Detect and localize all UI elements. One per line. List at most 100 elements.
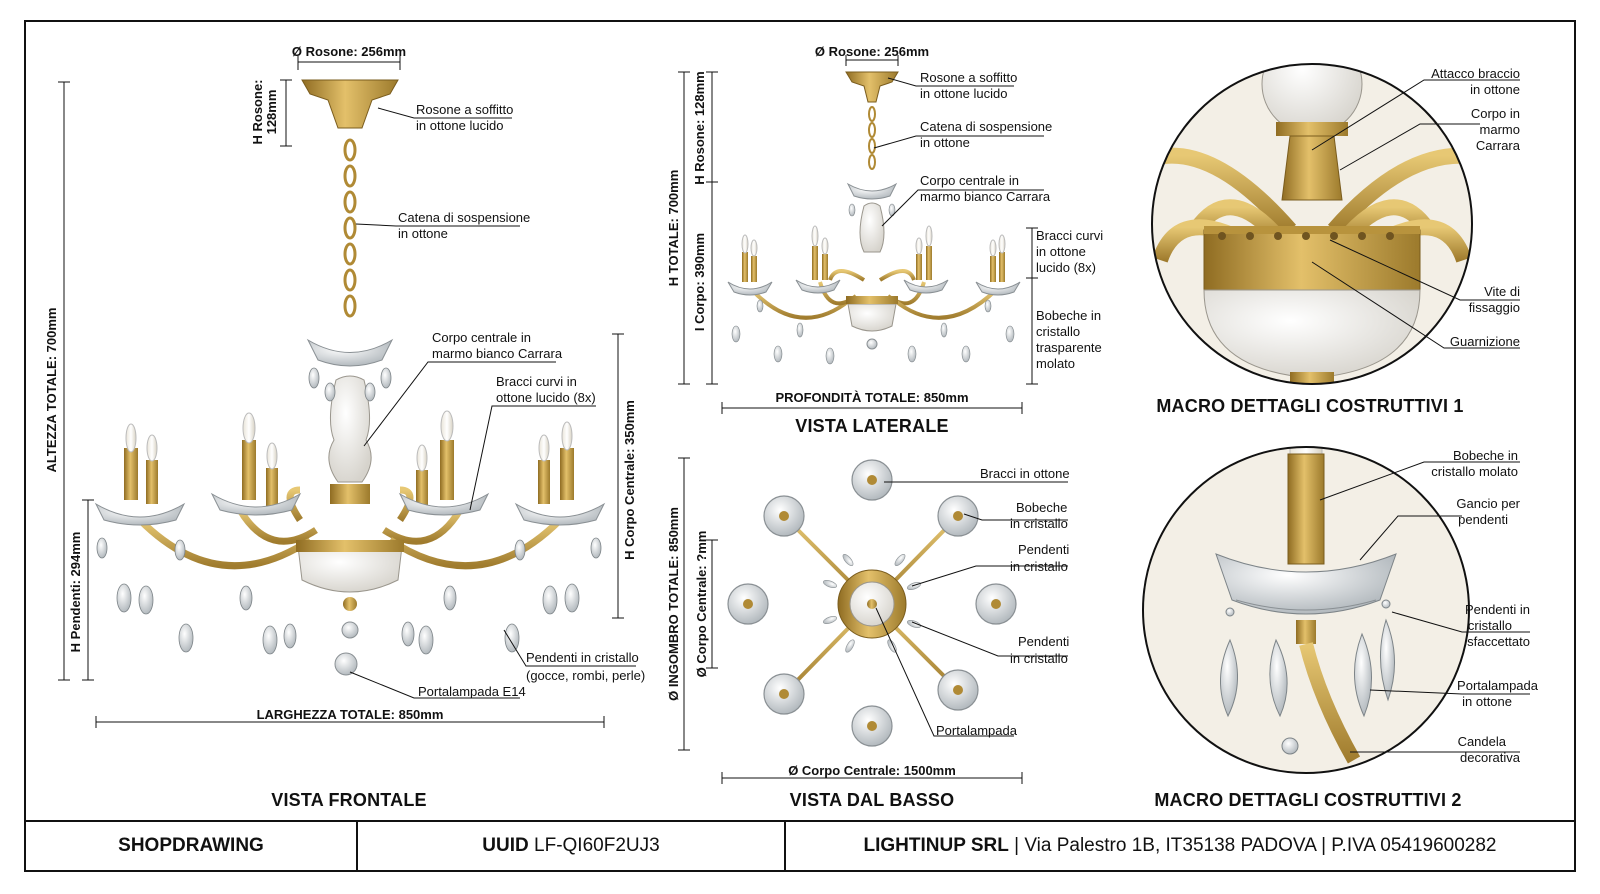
side-marble-body [859,202,885,253]
macro-detail-2: Bobeche in cristallo molato Gancio per p… [1142,446,1539,810]
front-label-corpo-1: Corpo centrale in [432,330,531,345]
marble-body [328,375,372,483]
title-block-uuid: UUID LF-QI60F2UJ3 [358,822,786,870]
side-label-corpo-1: Corpo centrale in [920,173,1019,188]
front-view: Ø Rosone: 256mm H Rosone: 128mm ALTEZZA … [44,44,645,810]
macro1-label-vite-1: Vite di [1484,284,1520,299]
front-body-height: H Corpo Centrale: 350mm [622,400,637,560]
candles-front [124,410,574,510]
shopdrawing-label: SHOPDRAWING [118,835,264,856]
macro1-leader-lines [1311,79,1520,349]
side-label-corpo-2: marmo bianco Carrara [920,189,1051,204]
macro2-label-bobeche-1: Bobeche in [1453,448,1518,463]
crystal-pendants-front [96,367,602,655]
side-label-rosone-1: Rosone a soffitto [920,70,1017,85]
uuid-label: UUID [482,835,529,856]
macro2-candle [1289,447,1323,457]
title-block-company: LIGHTINUP SRL | Via Palestro 1B, IT35138… [786,822,1574,870]
side-label-bobeche-1: Bobeche in [1036,308,1101,323]
side-label-bobeche-3: trasparente [1036,340,1102,355]
side-leader-lines [873,77,1044,227]
side-label-bobeche-2: cristallo [1036,324,1080,339]
front-label-pendenti-1: Pendenti in cristallo [526,650,639,665]
macro2-label-pendenti-3: sfaccettato [1467,634,1530,649]
top-bobeche [306,338,394,367]
front-label-bracci-1: Bracci curvi in [496,374,577,389]
macro2-title: MACRO DETTAGLI COSTRUTTIVI 2 [1154,790,1461,810]
front-label-catena-2: in ottone [398,226,448,241]
title-block: SHOPDRAWING UUID LF-QI60F2UJ3 LIGHTINUP … [24,820,1576,872]
macro-detail-1: Attacco braccio in ottone Corpo in marmo… [1151,63,1521,416]
side-label-bobeche-4: molato [1036,356,1075,371]
macro2-pendants [1219,599,1395,755]
macro1-screws [1218,232,1394,240]
side-label-catena-2: in ottone [920,135,970,150]
front-label-pendenti-2: (gocce, rombi, perle) [526,668,645,683]
side-view-title: VISTA LATERALE [795,416,948,436]
bottom-total-diameter: Ø INGOMBRO TOTALE: 850mm [666,507,681,701]
bottom-label-pendenti-b1: Pendenti [1018,634,1069,649]
side-total-height: H TOTALE: 700mm [666,170,681,287]
front-total-height: ALTEZZA TOTALE: 700mm [44,308,59,473]
bottom-label-pendenti-b2: in cristallo [1010,651,1068,666]
front-h-rosone: H Rosone: [250,80,265,145]
macro1-label-attacco-1: Attacco braccio [1431,66,1520,81]
macro1-label-corpo-3: Carrara [1476,138,1521,153]
bottom-body-diameter: Ø Corpo Centrale: 1500mm [788,763,956,778]
marble-bowl [297,545,403,593]
macro1-brass-stem [1281,135,1343,201]
front-label-rosone-2: in ottone lucido [416,118,503,133]
side-candles [741,225,1006,282]
body-collar [330,484,370,504]
side-bobeches [727,279,1021,296]
macro1-label-corpo-2: marmo [1480,122,1520,137]
front-label-portalampada: Portalampada E14 [418,684,526,699]
side-pendants [731,203,1015,365]
bottom-label-bobeche-2: in cristallo [1010,516,1068,531]
macro2-frame [1142,446,1470,774]
macro2-arm [1299,642,1361,764]
macro2-label-pendenti-2: cristallo [1468,618,1512,633]
company-name: LIGHTINUP SRL [863,835,1009,856]
macro1-label-vite-2: fissaggio [1469,300,1520,315]
macro1-label-corpo-1: Corpo in [1471,106,1520,121]
side-label-bracci-1: Bracci curvi [1036,228,1103,243]
bottom-view-title: VISTA DAL BASSO [790,790,955,810]
curved-arms [137,486,563,570]
bobeches-front [94,492,606,526]
bottom-crystal [334,652,358,676]
front-view-title: VISTA FRONTALE [271,790,426,810]
side-label-rosone-2: in ottone lucido [920,86,1007,101]
side-dimension-lines [678,55,1038,414]
side-total-depth: PROFONDITÀ TOTALE: 850mm [775,390,968,405]
macro2-leader-lines [1319,461,1530,753]
macro1-frame [1151,63,1473,385]
macro2-label-portalampada-2: in ottone [1462,694,1512,709]
front-h-rosone-value: 128mm [264,90,279,135]
macro1-marble-top [1261,64,1363,135]
side-body-height: I Corpo: 390mm [692,233,707,331]
bottom-body-diameter-vertical: Ø Corpo Centrale: ?mm [694,531,709,678]
bottom-label-bobeche-1: Bobeche [1016,500,1067,515]
macro2-label-pendenti-1: Pendenti in [1465,602,1530,617]
bottom-label-bracci: Bracci in ottone [980,466,1070,481]
front-label-rosone-1: Rosone a soffitto [416,102,513,117]
front-rosone-diameter: Ø Rosone: 256mm [292,44,406,59]
bowl-band [296,540,404,552]
bottom-label-pendenti-a2: in cristallo [1010,559,1068,574]
side-h-rosone: H Rosone: 128mm [692,71,707,184]
suspension-chain [343,138,357,318]
side-label-bracci-2: in ottone [1036,244,1086,259]
macro2-label-bobeche-2: cristallo molato [1431,464,1518,479]
bottom-leader-lines [875,481,1068,737]
front-label-corpo-2: marmo bianco Carrara [432,346,563,361]
macro1-brass-ring [1203,229,1421,291]
side-view: Ø Rosone: 256mm H Rosone: 128mm H TOTALE… [666,44,1103,436]
front-label-catena-1: Catena di sospensione [398,210,530,225]
front-dimension-lines [58,56,624,728]
macro2-label-candela-2: decorativa [1460,750,1521,765]
front-leader-lines [349,107,636,699]
front-total-width: LARGHEZZA TOTALE: 850mm [257,707,444,722]
side-chain [868,106,876,170]
